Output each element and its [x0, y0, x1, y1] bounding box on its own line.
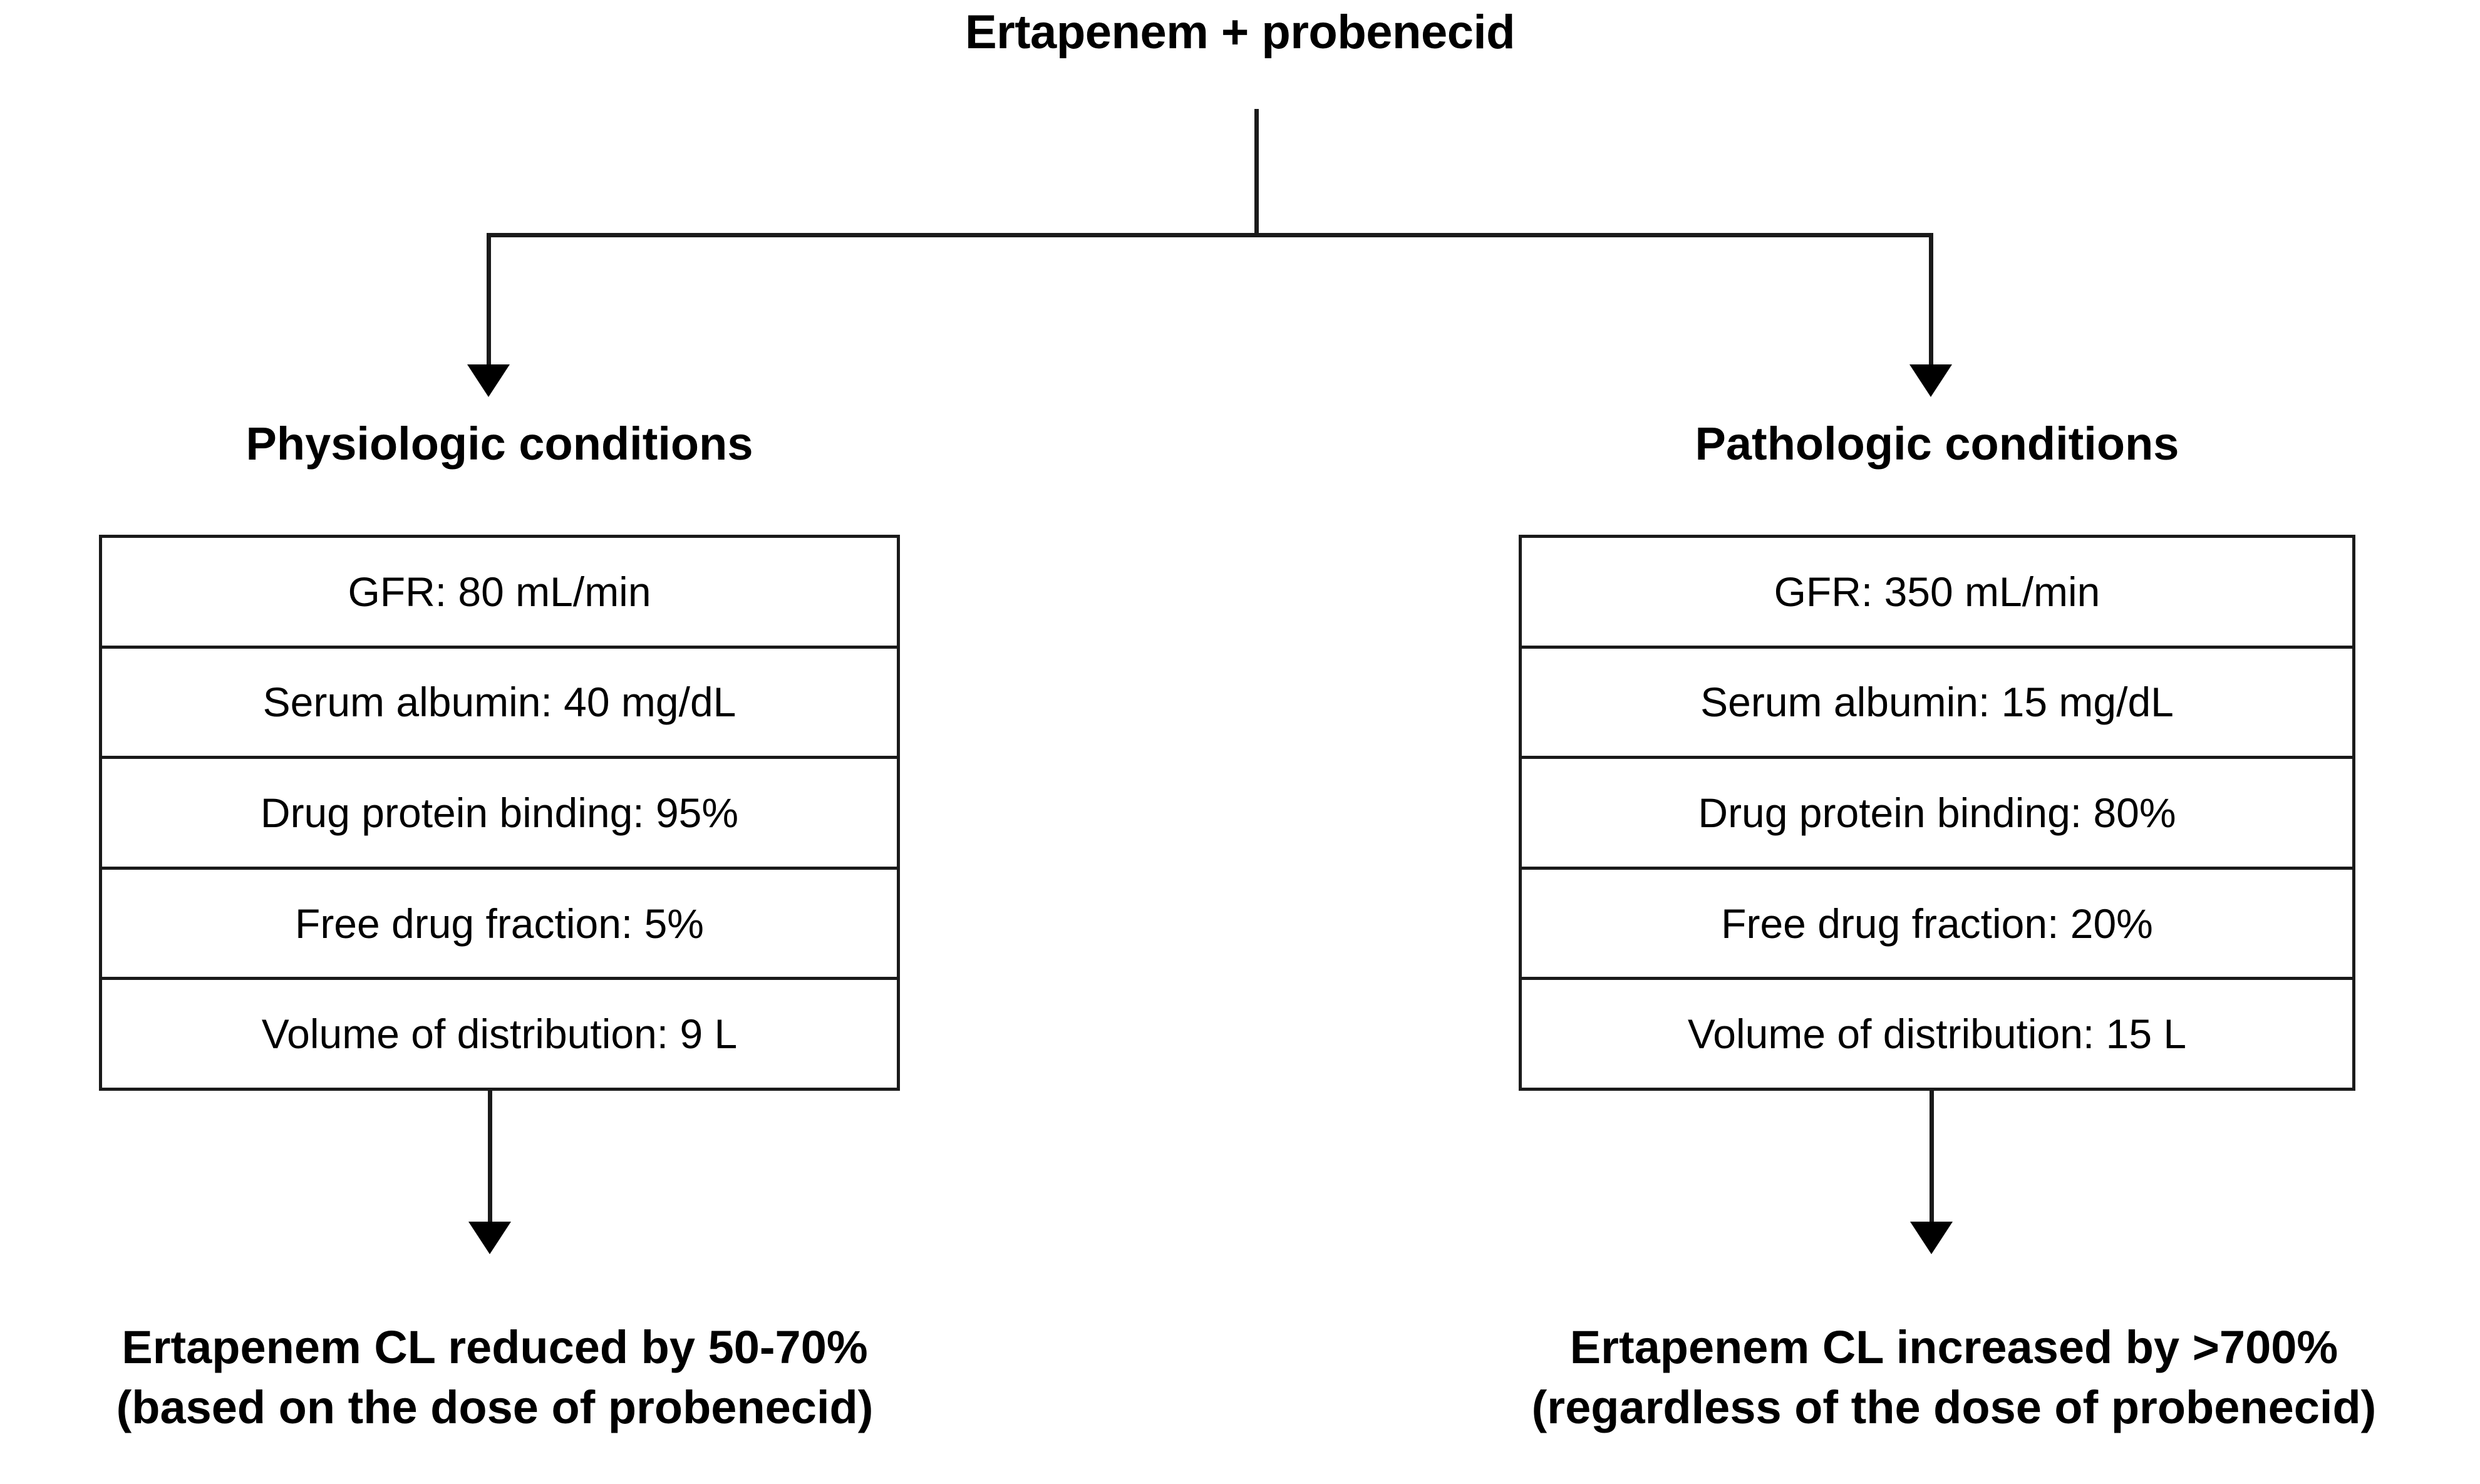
conclusion-line-2: (regardless of the dose of probenecid) — [1531, 1381, 2377, 1434]
right-conclusion-line — [1930, 1091, 1934, 1223]
right-branch-drop-line — [1929, 233, 1933, 366]
trunk-vertical-line — [1254, 109, 1259, 237]
split-horizontal-line — [487, 233, 1933, 237]
left-conclusion-line — [488, 1091, 492, 1223]
attribute-box-pathologic: GFR: 350 mL/min Serum albumin: 15 mg/dL … — [1519, 535, 2355, 1091]
attribute-row: Volume of distribution: 15 L — [1687, 1011, 2187, 1058]
attribute-box-physiologic: GFR: 80 mL/min Serum albumin: 40 mg/dL D… — [99, 535, 900, 1091]
left-branch-arrowhead — [467, 364, 510, 397]
attribute-row: GFR: 80 mL/min — [102, 538, 897, 649]
attribute-row: Drug protein binding: 95% — [102, 759, 897, 870]
attribute-row: Drug protein binding: 80% — [1522, 759, 2352, 870]
left-branch-drop-line — [487, 233, 491, 366]
attribute-row: Serum albumin: 15 mg/dL — [1522, 649, 2352, 760]
conclusion-pathologic: Ertapenem CL increased by >700% (regardl… — [1428, 1317, 2480, 1438]
attribute-row: GFR: 350 mL/min — [1522, 538, 2352, 649]
column-header-physiologic: Physiologic conditions — [245, 418, 753, 470]
right-branch-arrowhead — [1909, 364, 1952, 397]
conclusion-line-1: Ertapenem CL increased by >700% — [1569, 1321, 2338, 1373]
attribute-row: Free drug fraction: 20% — [1522, 870, 2352, 981]
left-conclusion-arrowhead — [468, 1222, 511, 1254]
attribute-row: Free drug fraction: 5% — [102, 870, 897, 981]
conclusion-physiologic: Ertapenem CL reduced by 50-70% (based on… — [0, 1317, 989, 1438]
attribute-row: Serum albumin: 40 mg/dL — [102, 649, 897, 760]
column-header-pathologic: Pathologic conditions — [1695, 418, 2179, 470]
attribute-row: Volume of distribution: 9 L — [261, 1011, 738, 1058]
diagram-title: Ertapenem + probenecid — [964, 6, 1516, 59]
conclusion-line-1: Ertapenem CL reduced by 50-70% — [121, 1321, 868, 1373]
right-conclusion-arrowhead — [1910, 1222, 1953, 1254]
conclusion-line-2: (based on the dose of probenecid) — [116, 1381, 874, 1434]
